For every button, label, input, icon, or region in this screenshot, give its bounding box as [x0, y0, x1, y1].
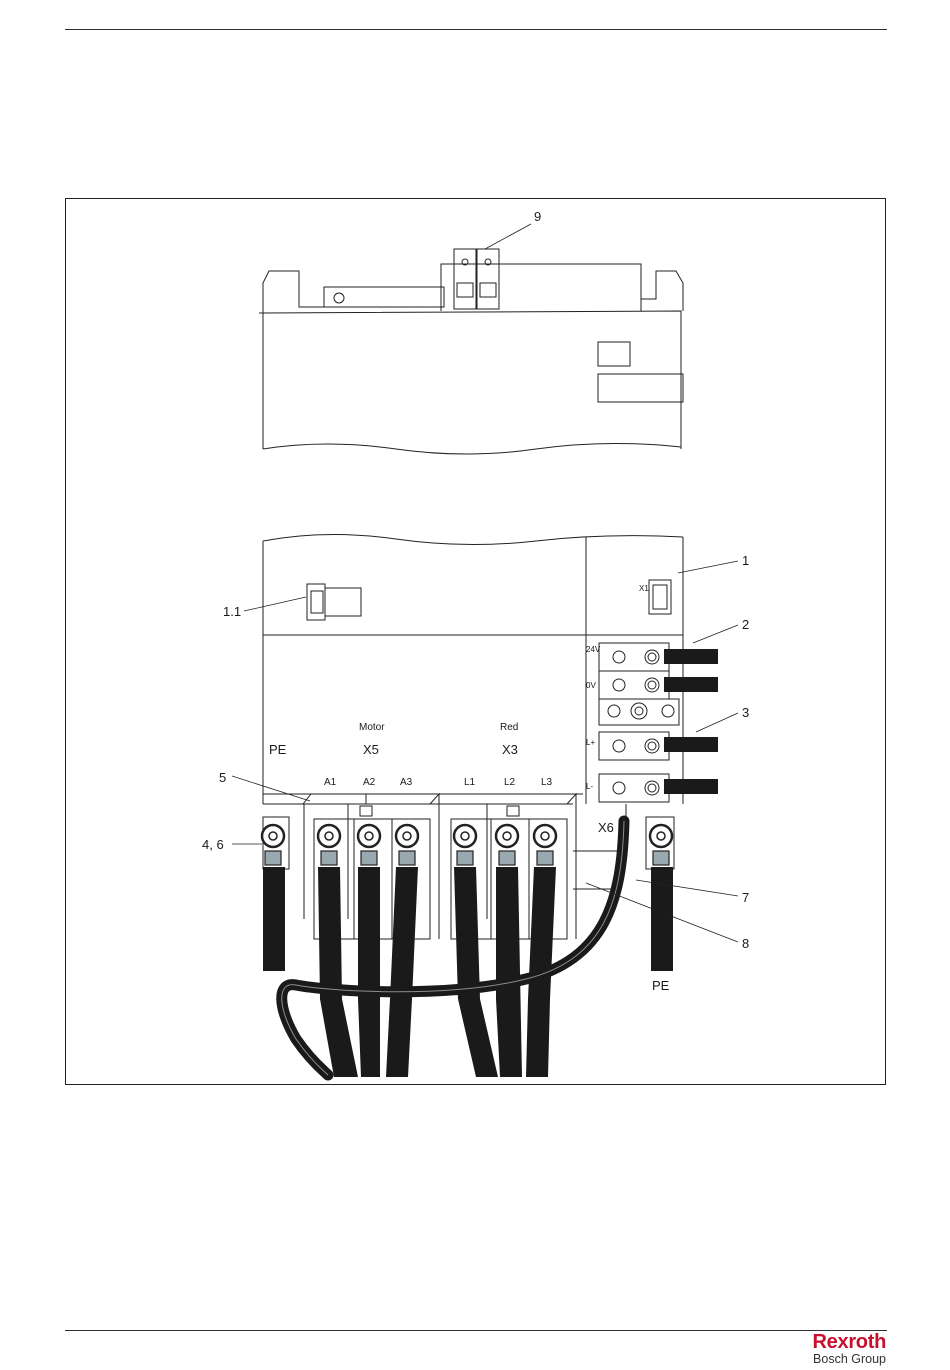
24v-label: 24V	[586, 645, 601, 654]
a3-label: A3	[400, 777, 413, 788]
callout-2: 2	[742, 617, 749, 632]
rexroth-logo: Rexroth Bosch Group	[813, 1332, 886, 1366]
callout-1-1: 1.1	[223, 604, 241, 619]
a2-label: A2	[363, 777, 376, 788]
a1-label: A1	[324, 777, 337, 788]
red-label: Red	[500, 722, 518, 733]
logo-brand: Rexroth	[813, 1332, 886, 1352]
x1-label: X1	[639, 584, 649, 593]
callout-9: 9	[534, 209, 541, 224]
logo-group: Bosch Group	[813, 1353, 886, 1366]
header-rule	[65, 29, 887, 30]
figure-frame: 9 1 1.1 2 3 5 4, 6 7 8 PE Motor X5 Red X…	[65, 198, 886, 1085]
l2-label: L2	[504, 777, 516, 788]
callout-8: 8	[742, 936, 749, 951]
callout-3: 3	[742, 705, 749, 720]
l3-label: L3	[541, 777, 553, 788]
callout-4-6: 4, 6	[202, 837, 224, 852]
0v-label: 0V	[586, 681, 596, 690]
motor-label: Motor	[359, 722, 385, 733]
callout-5: 5	[219, 770, 226, 785]
l1-label: L1	[464, 777, 476, 788]
callout-7: 7	[742, 890, 749, 905]
pe-left-label: PE	[269, 742, 287, 757]
x5-label: X5	[363, 742, 379, 757]
x3-label: X3	[502, 742, 518, 757]
pe-bottom-label: PE	[652, 978, 670, 993]
x6-label: X6	[598, 820, 614, 835]
l-minus-label: L-	[586, 782, 593, 791]
drive-connection-diagram: 9 1 1.1 2 3 5 4, 6 7 8 PE Motor X5 Red X…	[66, 199, 887, 1086]
l-plus-label: L+	[586, 738, 595, 747]
callout-1: 1	[742, 553, 749, 568]
footer-rule	[65, 1330, 887, 1331]
